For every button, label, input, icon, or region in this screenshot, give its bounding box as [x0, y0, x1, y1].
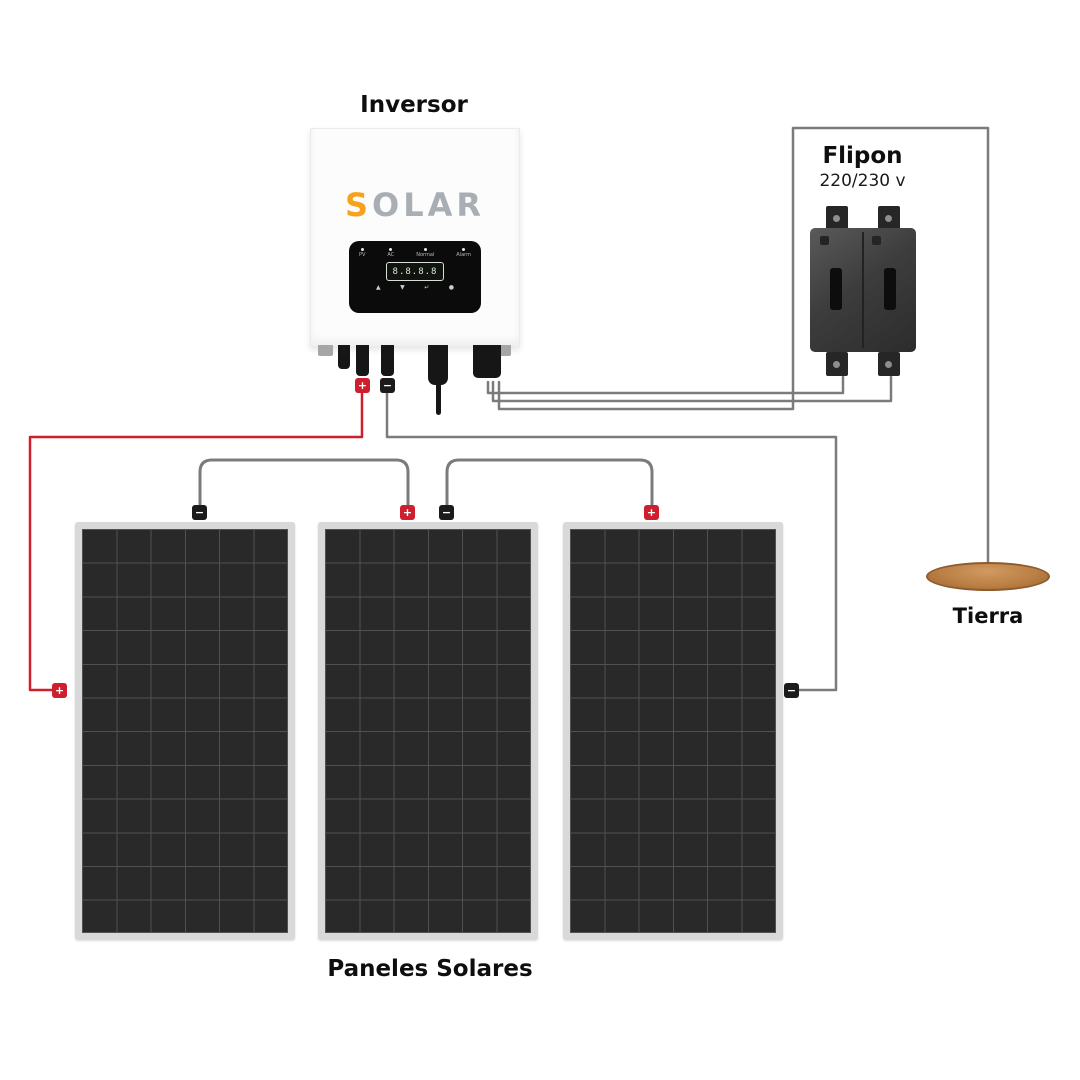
breaker-screw-left	[820, 236, 829, 245]
label-flipon: Flipon	[822, 143, 903, 169]
label-paneles-solares: Paneles Solares	[327, 956, 533, 982]
breaker-switch-right	[884, 268, 896, 310]
inverter-dc-minus-connector	[381, 345, 394, 376]
breaker-terminal-top-right	[878, 206, 900, 230]
panel2-negative-terminal: −	[439, 505, 454, 520]
led-dot	[462, 248, 466, 251]
led-pv: PV	[359, 248, 365, 258]
button-esc-icon: ●	[448, 284, 454, 291]
wifi-antenna-base	[428, 345, 448, 385]
panel1-negative-terminal: −	[192, 505, 207, 520]
display-button-row: ▲ ▼ ↵ ●	[376, 285, 454, 291]
solar-panel-1	[75, 522, 295, 940]
led-dot	[423, 248, 427, 251]
led-normal: Normal	[416, 248, 434, 258]
panel3-positive-terminal: +	[644, 505, 659, 520]
wire-ac-line2	[491, 375, 893, 403]
wire-ac-line1	[486, 375, 845, 395]
wire-panel2-panel3	[445, 458, 654, 508]
breaker-screw-right	[872, 236, 881, 245]
led-alarm: Alarm	[456, 248, 471, 258]
breaker-terminal-bottom-left	[826, 352, 848, 376]
inverter-dc-positive-terminal: +	[355, 378, 370, 393]
inverter-dc-negative-terminal: −	[380, 378, 395, 393]
inverter-dc-plus-connector	[356, 345, 369, 376]
led-dot	[360, 248, 364, 251]
led-label: Alarm	[456, 252, 471, 258]
inverter-display: PV AC Normal Alarm 8.8.8.8 ▲ ▼ ↵ ●	[349, 241, 481, 313]
button-up-icon: ▲	[376, 284, 381, 291]
inverter-mount-tab-right	[496, 345, 511, 356]
inverter-connector-aux	[338, 345, 350, 369]
solar-panel-2	[318, 522, 538, 940]
brand-letter-s: S	[344, 186, 373, 224]
breaker-terminal-top-left	[826, 206, 848, 230]
inverter-mount-tab-left	[318, 345, 333, 356]
button-enter-icon: ↵	[424, 284, 430, 291]
led-ac: AC	[387, 248, 394, 258]
earth-ground-disc	[926, 562, 1050, 591]
panel3-negative-terminal: −	[784, 683, 799, 698]
led-dot	[389, 248, 393, 251]
label-flipon-rating: 220/230 v	[819, 171, 906, 191]
lcd-screen: 8.8.8.8	[386, 262, 444, 281]
solar-panel-3	[563, 522, 783, 940]
solar-cells-grid	[325, 529, 531, 933]
button-down-icon: ▼	[400, 284, 405, 291]
inverter-brand-logo: SOLAR	[311, 189, 519, 221]
wire-panel1-panel2	[198, 458, 410, 508]
inverter-device: SOLAR PV AC Normal Alarm 8.8.8.8 ▲ ▼ ↵ ●	[310, 128, 520, 347]
led-label: Normal	[416, 252, 435, 258]
label-tierra: Tierra	[952, 604, 1024, 628]
circuit-breaker-flipon	[810, 206, 916, 376]
led-label: PV	[359, 252, 366, 258]
solar-cells-grid	[570, 529, 776, 933]
brand-letters-olar: OLAR	[372, 186, 486, 224]
breaker-terminal-bottom-right	[878, 352, 900, 376]
panel2-positive-terminal: +	[400, 505, 415, 520]
wifi-antenna-rod	[436, 383, 441, 415]
panel1-positive-terminal: +	[52, 683, 67, 698]
label-inversor: Inversor	[360, 92, 468, 118]
breaker-pole-divider	[862, 232, 864, 348]
led-label: AC	[387, 252, 395, 258]
breaker-switch-left	[830, 268, 842, 310]
inverter-ac-connector	[473, 345, 501, 378]
led-indicator-row: PV AC Normal Alarm	[359, 248, 471, 258]
solar-cells-grid	[82, 529, 288, 933]
